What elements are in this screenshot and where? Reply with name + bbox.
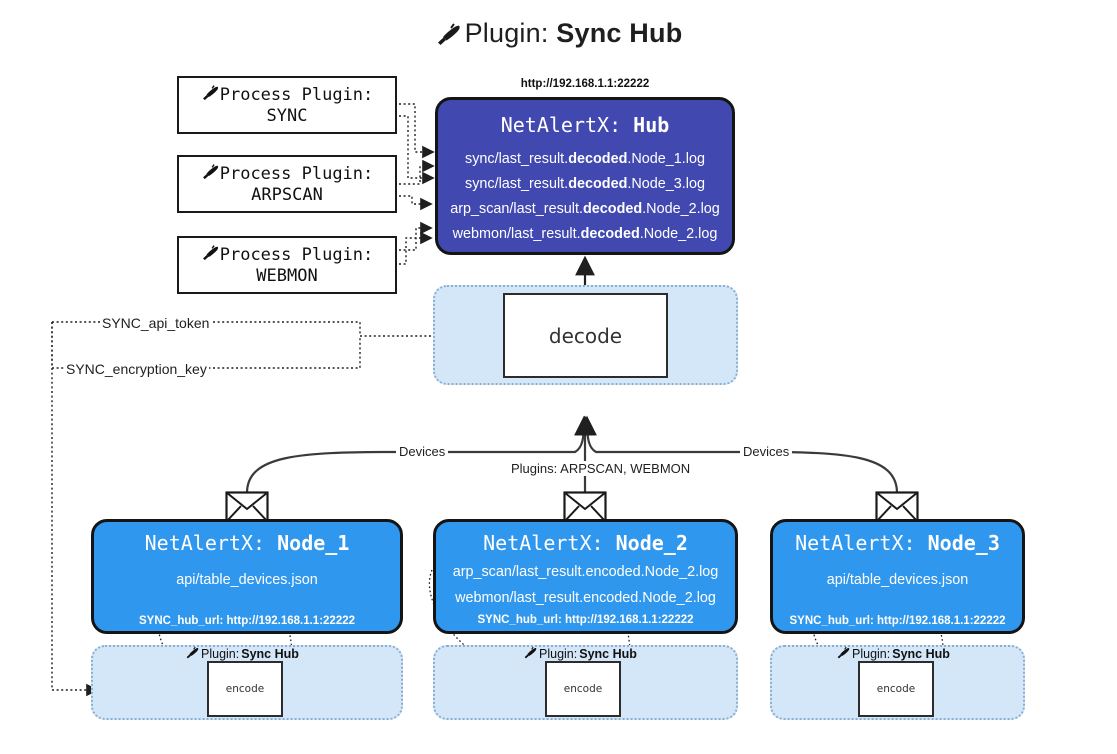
process-plugin-name: WEBMON [256, 265, 318, 286]
plug-icon [185, 646, 199, 662]
log-pre: arp_scan/last_result. [450, 201, 583, 217]
edge-label-plugins-center: Plugins: ARPSCAN, WEBMON [508, 461, 694, 476]
log-post: .Node_3.log [627, 176, 705, 192]
hub-log-item: sync/last_result.decoded.Node_3.log [438, 172, 732, 197]
process-plugin-label: Process Plugin: [219, 244, 374, 265]
log-pre: sync/last_result. [465, 176, 569, 192]
node-title-name: Node_3 [927, 531, 1000, 555]
node-line: api/table_devices.json [176, 572, 318, 588]
page-title-prefix: Plugin: [464, 18, 549, 48]
plug-icon [201, 244, 219, 266]
setting-encryption-key-label: SYNC_encryption_key [64, 361, 209, 377]
node-title-prefix: NetAlertX: [144, 531, 266, 555]
plugin-caption-node-3: Plugin: Sync Hub [836, 646, 950, 662]
process-plugin-label: Process Plugin: [219, 163, 374, 184]
plug-icon [523, 646, 537, 662]
node-hub-url-label: SYNC_hub_url: http://192.168.1.1:22222 [477, 614, 694, 626]
hub-title: NetAlertX: Hub [438, 113, 732, 137]
page-title-name: Sync Hub [556, 18, 683, 48]
node-box-node-1[interactable]: NetAlertX: Node_1 api/table_devices.json… [91, 519, 403, 634]
log-post: .Node_1.log [627, 151, 705, 167]
node-hub-url-label: SYNC_hub_url: http://192.168.1.1:22222 [138, 615, 356, 627]
plugin-caption-prefix: Plugin: [201, 647, 240, 661]
process-plugin-label: Process Plugin: [219, 84, 374, 105]
hub-log-item: webmon/last_result.decoded.Node_2.log [438, 222, 732, 247]
plugin-caption-prefix: Plugin: [852, 647, 891, 661]
node-box-node-2[interactable]: NetAlertX: Node_2 arp_scan/last_result.e… [433, 519, 738, 634]
hub-node[interactable]: NetAlertX: Hub sync/last_result.decoded.… [435, 97, 735, 255]
node-title-prefix: NetAlertX: [483, 531, 604, 555]
page-title: Plugin: Sync Hub [0, 18, 1117, 53]
plug-icon [201, 163, 219, 185]
log-mid: decoded [580, 226, 640, 242]
process-plugin-box-arpscan[interactable]: Process Plugin: ARPSCAN [177, 155, 397, 213]
process-plugin-box-webmon[interactable]: Process Plugin: WEBMON [177, 236, 397, 294]
node-title: NetAlertX: Node_2 [436, 531, 735, 555]
node-line: arp_scan/last_result.encoded.Node_2.log [452, 564, 719, 580]
plugin-caption-prefix: Plugin: [539, 647, 578, 661]
node-title-prefix: NetAlertX: [795, 531, 916, 555]
node-hub-url-label: SYNC_hub_url: http://192.168.1.1:22222 [789, 615, 1006, 627]
plugin-caption-node-1: Plugin: Sync Hub [185, 646, 299, 662]
process-plugin-name: SYNC [266, 105, 308, 126]
hub-log-item: arp_scan/last_result.decoded.Node_2.log [438, 197, 732, 222]
node-box-node-3[interactable]: NetAlertX: Node_3 api/table_devices.json… [770, 519, 1025, 634]
hub-log-list: sync/last_result.decoded.Node_1.log sync… [438, 147, 732, 247]
hub-url-label: http://192.168.1.1:22222 [520, 78, 650, 90]
plugin-caption-node-2: Plugin: Sync Hub [523, 646, 637, 662]
plug-icon [201, 84, 219, 106]
node-title-name: Node_1 [277, 531, 350, 555]
node-title: NetAlertX: Node_3 [773, 531, 1022, 555]
edge-label-devices-right: Devices [740, 444, 793, 459]
plugin-caption-name: Sync Hub [892, 647, 950, 661]
node-title-name: Node_2 [615, 531, 688, 555]
plugin-caption-name: Sync Hub [579, 647, 637, 661]
plugin-caption-name: Sync Hub [241, 647, 299, 661]
process-plugin-name: ARPSCAN [251, 184, 323, 205]
log-mid: decoded [568, 176, 628, 192]
encode-box-node-1[interactable]: encode [207, 661, 283, 717]
edge-label-devices-left: Devices [396, 444, 449, 459]
node-line: api/table_devices.json [826, 572, 969, 588]
hub-title-prefix: NetAlertX: [500, 113, 622, 137]
node-title: NetAlertX: Node_1 [94, 531, 400, 555]
plug-icon [836, 646, 850, 662]
log-pre: webmon/last_result. [452, 226, 581, 242]
hub-title-name: Hub [633, 113, 670, 137]
decode-box[interactable]: decode [503, 293, 668, 378]
encode-box-node-3[interactable]: encode [858, 661, 934, 717]
log-post: .Node_2.log [642, 201, 720, 217]
log-pre: sync/last_result. [465, 151, 569, 167]
process-plugin-box-sync[interactable]: Process Plugin: SYNC [177, 76, 397, 134]
node-line: webmon/last_result.encoded.Node_2.log [455, 590, 716, 606]
setting-api-token-label: SYNC_api_token [100, 315, 212, 331]
encode-box-node-2[interactable]: encode [545, 661, 621, 717]
log-mid: decoded [583, 201, 643, 217]
plug-icon [435, 22, 461, 53]
log-post: .Node_2.log [639, 226, 718, 242]
hub-log-item: sync/last_result.decoded.Node_1.log [438, 147, 732, 172]
log-mid: decoded [568, 151, 628, 167]
